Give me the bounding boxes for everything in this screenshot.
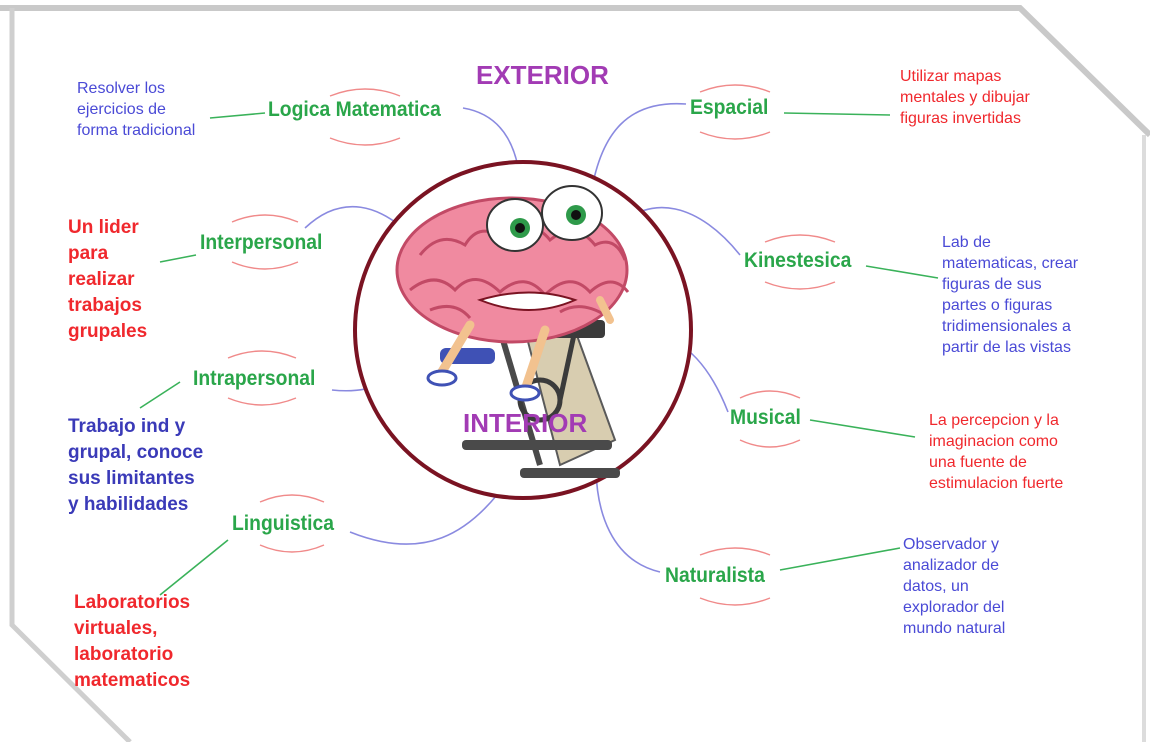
oval-interpersonal-top bbox=[231, 214, 299, 223]
oval-logica-top bbox=[329, 88, 401, 97]
oval-musical-bottom bbox=[739, 439, 801, 448]
oval-espacial-bottom bbox=[699, 131, 771, 140]
note-line-musical bbox=[809, 419, 916, 438]
oval-logica-bottom bbox=[329, 137, 401, 146]
paper-cut-bottom-left bbox=[0, 625, 125, 742]
oval-interpersonal-bottom bbox=[231, 261, 299, 270]
oval-linguistica-top bbox=[259, 494, 325, 503]
note-naturalista: Observador y analizador de datos, un exp… bbox=[903, 536, 1006, 637]
note-line-intrapersonal bbox=[139, 381, 181, 409]
note-line-linguistica bbox=[159, 539, 229, 596]
node-linguistica: Linguistica bbox=[232, 512, 334, 535]
oval-intrapersonal-bottom bbox=[227, 397, 297, 406]
note-musical: La percepcion y la imaginacion como una … bbox=[929, 412, 1064, 492]
node-ovals bbox=[227, 84, 836, 606]
note-line-interpersonal bbox=[159, 254, 197, 263]
note-lines bbox=[139, 112, 939, 596]
note-line-naturalista bbox=[779, 547, 901, 571]
note-intrapersonal: Trabajo ind y grupal, conoce sus limitan… bbox=[68, 416, 204, 515]
node-naturalista: Naturalista bbox=[665, 564, 765, 587]
paper-edge-top bbox=[0, 5, 1150, 138]
connector-naturalista bbox=[595, 469, 661, 573]
oval-kinestesica-bottom bbox=[764, 281, 836, 290]
paper-edge-left bbox=[9, 8, 132, 742]
oval-intrapersonal-top bbox=[227, 350, 297, 359]
oval-espacial-top bbox=[699, 84, 771, 93]
node-interpersonal: Interpersonal bbox=[200, 231, 323, 254]
oval-naturalista-bottom bbox=[699, 597, 771, 606]
note-line-kinestesica bbox=[865, 265, 939, 279]
note-logica: Resolver los ejercicios de forma tradici… bbox=[77, 80, 196, 139]
node-kinestesica: Kinestesica bbox=[744, 249, 852, 272]
paper-fold-top-right bbox=[1020, 0, 1150, 130]
note-line-logica bbox=[209, 112, 266, 119]
brain-character-icon bbox=[395, 185, 630, 402]
oval-naturalista-top bbox=[699, 547, 771, 556]
node-logica-matematica: Logica Matematica bbox=[268, 98, 441, 121]
oval-musical-top bbox=[739, 390, 801, 399]
note-kinestesica: Lab de matematicas, crear figuras de sus… bbox=[942, 234, 1079, 356]
note-line-espacial bbox=[783, 112, 891, 116]
interior-heading: INTERIOR bbox=[463, 408, 588, 438]
oval-kinestesica-top bbox=[764, 234, 836, 243]
note-espacial: Utilizar mapas mentales y dibujar figura… bbox=[900, 68, 1030, 127]
node-musical: Musical bbox=[730, 406, 801, 429]
note-interpersonal: Un lider para realizar trabajos grupales bbox=[68, 217, 148, 342]
oval-linguistica-bottom bbox=[259, 544, 325, 553]
node-espacial: Espacial bbox=[690, 96, 769, 119]
node-intrapersonal: Intrapersonal bbox=[193, 367, 316, 390]
note-linguistica: Laboratorios virtuales, laboratorio mate… bbox=[74, 592, 191, 691]
exterior-heading: EXTERIOR bbox=[476, 60, 609, 90]
